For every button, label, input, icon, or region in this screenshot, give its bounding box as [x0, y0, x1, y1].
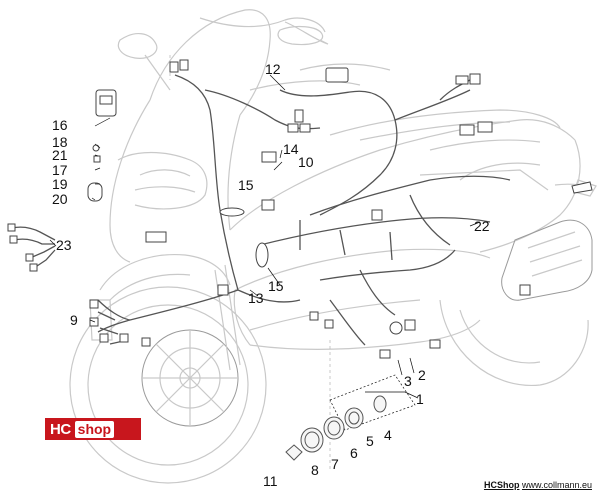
footer-url[interactable]: www.collmann.eu: [521, 480, 592, 490]
callout-16: 16: [52, 117, 68, 133]
callout-5: 5: [366, 433, 374, 449]
callout-9: 9: [70, 312, 78, 328]
callout-10: 10: [298, 154, 314, 170]
logo-hc-text: HC: [50, 420, 71, 438]
callout-12: 12: [265, 61, 281, 77]
leader-lines: [49, 74, 481, 399]
callout-19: 19: [52, 176, 68, 192]
callout-3: 3: [404, 373, 412, 389]
callout-11: 11: [263, 473, 278, 489]
callout-15-upper: 15: [238, 177, 254, 193]
clamp-rings: [285, 374, 416, 461]
callout-15-lower: 15: [268, 278, 284, 294]
callout-8: 8: [311, 462, 319, 478]
callout-17: 17: [52, 162, 68, 178]
callout-labels: 16 18 21 17 19 20 23 9 12 14 10 15 15 13…: [52, 61, 490, 489]
hc-shop-logo: HC shop: [45, 418, 141, 440]
footer-credit: HCShop www.collmann.eu: [484, 480, 592, 490]
callout-4: 4: [384, 427, 392, 443]
logo-shop-text: shop: [74, 420, 115, 438]
footer-brand: HCShop: [483, 480, 520, 490]
callout-7: 7: [331, 456, 339, 472]
callout-20: 20: [52, 191, 68, 207]
callout-1: 1: [416, 391, 424, 407]
callout-18: 18: [52, 134, 68, 150]
wiring-harness: [7, 74, 511, 346]
callout-14: 14: [283, 141, 299, 157]
callout-13: 13: [248, 290, 264, 306]
callout-23: 23: [56, 237, 72, 253]
scooter-outline: [69, 9, 597, 484]
callout-2: 2: [418, 367, 426, 383]
connectors: [87, 59, 593, 359]
callout-6: 6: [350, 445, 358, 461]
callout-21: 21: [52, 147, 68, 163]
callout-22: 22: [474, 218, 490, 234]
